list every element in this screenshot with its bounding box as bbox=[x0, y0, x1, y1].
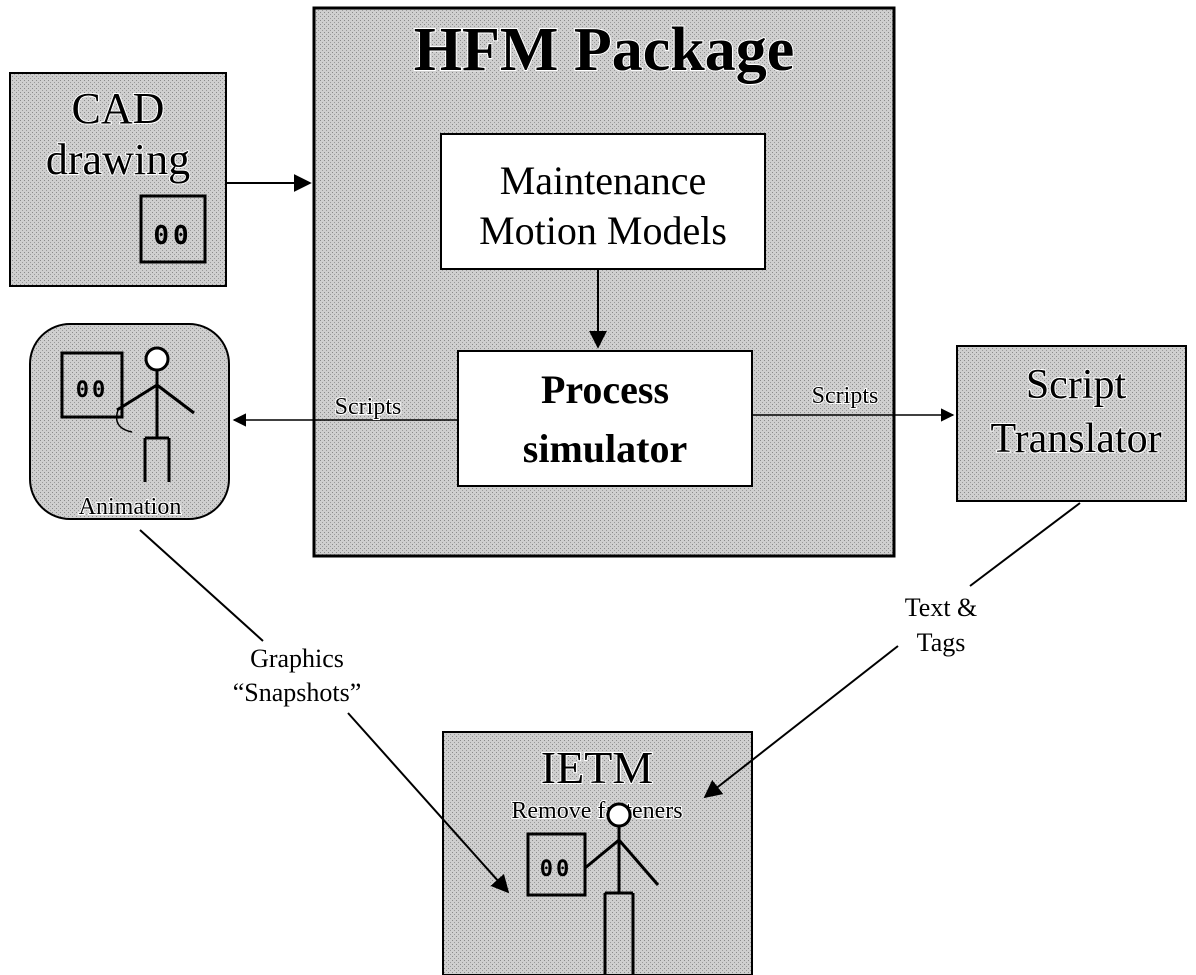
text-tags-to-ietm-arrow bbox=[703, 645, 899, 799]
hfm-package-title: HFM Package bbox=[414, 16, 795, 84]
stick-figure-icon: 00 bbox=[526, 802, 660, 975]
scripts-left-label: Scripts bbox=[335, 394, 402, 420]
svg-text:00: 00 bbox=[153, 221, 192, 251]
cad-drawing-box: CAD drawing 00 bbox=[9, 72, 227, 287]
script-translator-line1: Script bbox=[1026, 362, 1127, 408]
ietm-subtitle: Remove fasteners bbox=[511, 798, 682, 824]
animation-box: 00 Animation bbox=[29, 323, 230, 521]
stick-figure-icon: 00 bbox=[60, 346, 195, 482]
cad-drawing-line1: CAD bbox=[72, 84, 165, 133]
svg-text:00: 00 bbox=[540, 857, 573, 882]
cad-drawing-line2: drawing bbox=[46, 135, 190, 184]
graphics-to-ietm-arrow bbox=[347, 712, 510, 894]
text-tags-label-line1: Text & bbox=[905, 593, 978, 622]
script-translator-box: Script Translator bbox=[956, 345, 1187, 502]
maintenance-models-line1: Maintenance bbox=[500, 158, 707, 203]
scripts-right-label: Scripts bbox=[812, 383, 879, 409]
maintenance-models-box: Maintenance Motion Models bbox=[440, 133, 766, 270]
cad-part-icon: 00 bbox=[139, 194, 207, 264]
process-simulator-line2: simulator bbox=[523, 426, 687, 471]
graphics-label-line1: Graphics bbox=[250, 644, 344, 673]
animation-graphics-line bbox=[139, 529, 264, 642]
script-translator-line2: Translator bbox=[990, 416, 1161, 462]
translator-text-line bbox=[969, 502, 1081, 587]
svg-text:00: 00 bbox=[76, 378, 109, 403]
graphics-label-line2: “Snapshots” bbox=[233, 678, 362, 707]
maintenance-models-line2: Motion Models bbox=[479, 208, 727, 253]
animation-label: Animation bbox=[79, 494, 182, 520]
ietm-box: IETM Remove fasteners 00 bbox=[442, 731, 753, 975]
ietm-title: IETM bbox=[541, 742, 653, 793]
process-simulator-box: Process simulator bbox=[457, 350, 753, 487]
text-tags-label-line2: Tags bbox=[917, 628, 966, 657]
process-simulator-line1: Process bbox=[541, 367, 669, 412]
